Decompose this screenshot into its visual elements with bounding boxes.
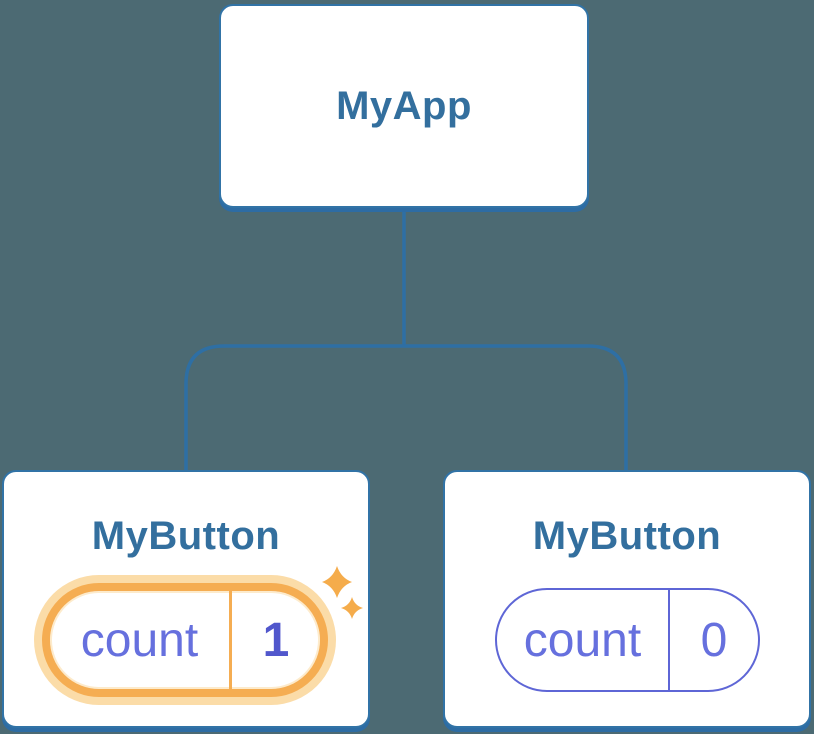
pill-divider [668,590,670,690]
state-value: 0 [700,613,728,667]
node-mybutton-updated: MyButton count 1 [2,470,370,728]
state-name-label: count [80,613,199,667]
node-mybutton-plain-label: MyButton [532,514,722,558]
node-myapp-label: MyApp [336,83,472,128]
sparkles-icon [322,566,363,619]
pill-divider [229,591,232,689]
state-pill-plain: count 0 [495,588,760,692]
node-myapp: MyApp [219,4,589,208]
node-mybutton-plain: MyButton count 0 [443,470,811,728]
state-value: 1 [262,613,290,667]
sparkle-small [341,597,363,619]
state-pill-highlighted: count 1 [42,583,328,697]
state-name-label: count [523,613,642,667]
connector-branch [184,344,628,472]
sparkle-big [322,566,352,598]
node-mybutton-updated-label: MyButton [91,514,281,558]
